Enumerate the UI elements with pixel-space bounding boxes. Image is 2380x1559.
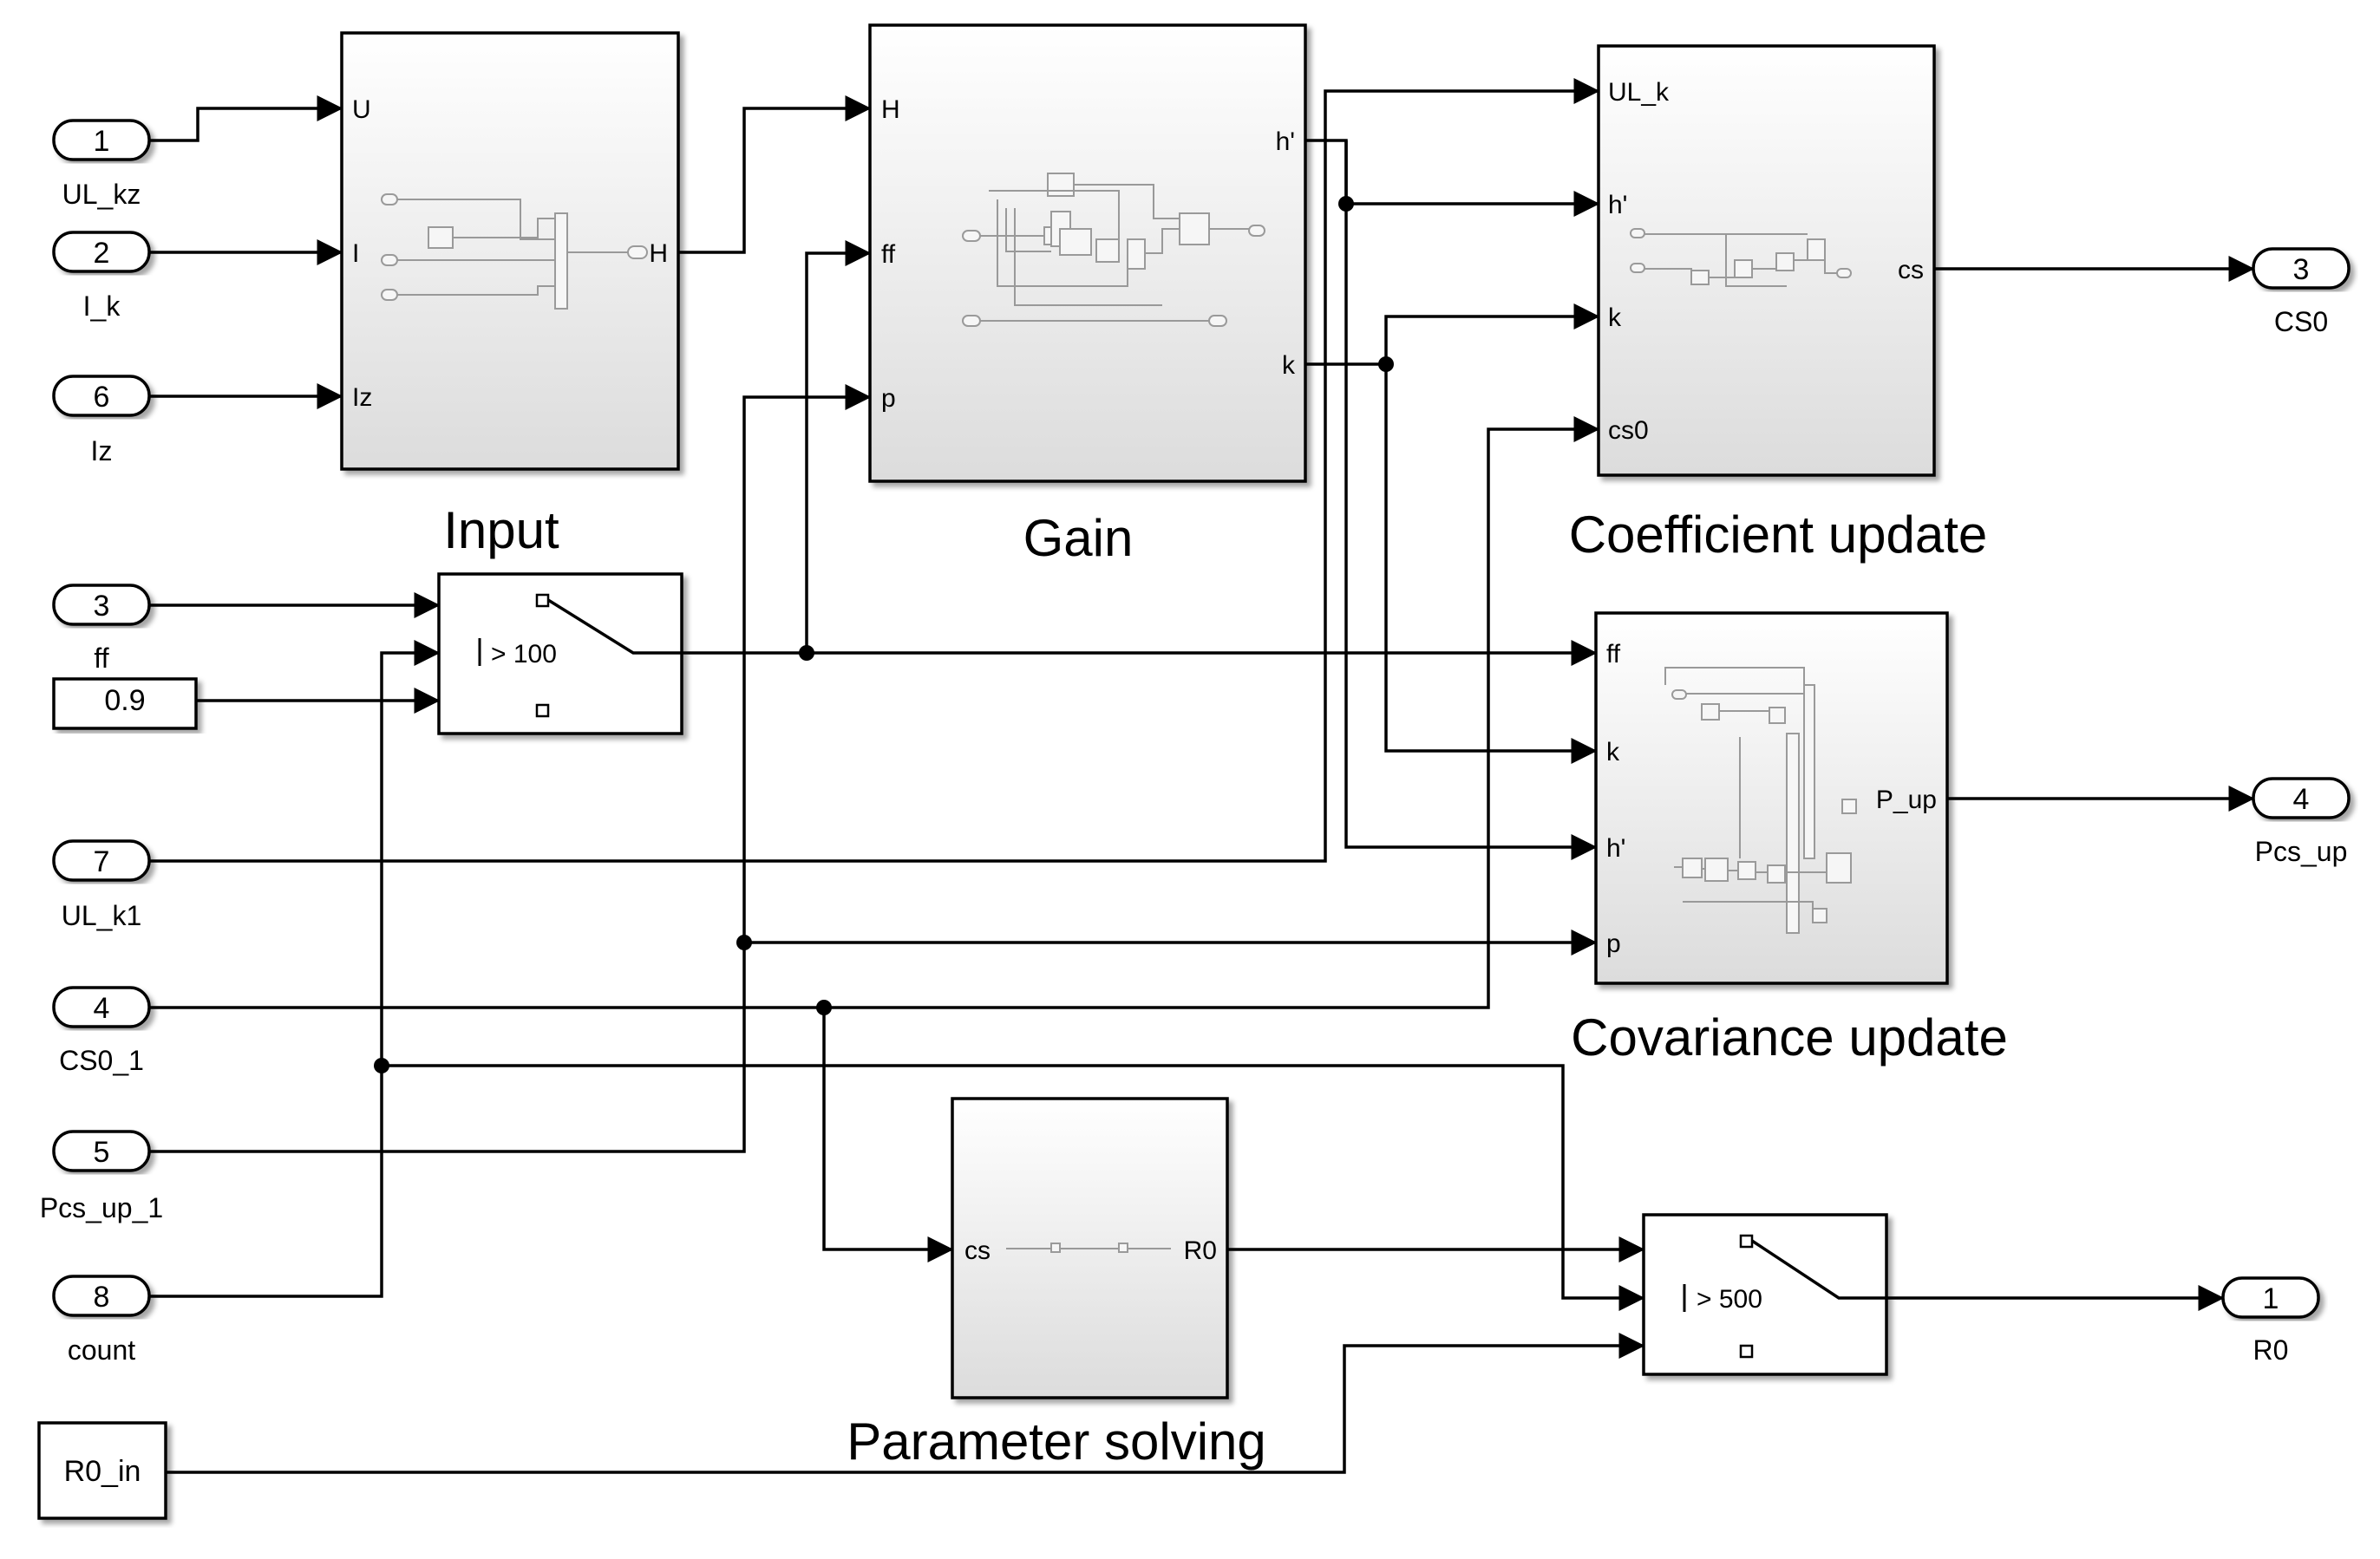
outport-blocks: 3 CS0 4 Pcs_up 1 R0 <box>2221 247 2351 1366</box>
signal-lines <box>149 78 2255 1474</box>
subsystem-input[interactable]: U I Iz H <box>340 31 680 471</box>
inport-2[interactable]: 2 I_k <box>52 231 151 322</box>
constant-value: 0.9 <box>104 684 145 717</box>
inport-1[interactable]: 1 UL_kz <box>52 119 151 210</box>
subsystem-title-input: Input <box>443 501 559 559</box>
inport-label: I_k <box>83 290 121 322</box>
port-label: p <box>881 384 896 413</box>
subsystem-coefficient-update[interactable]: UL_k h' k cs0 cs <box>1597 44 1936 477</box>
port-label: cs0 <box>1608 416 1649 445</box>
subsystem-parameter-solving[interactable]: cs R0 <box>951 1097 1229 1399</box>
svg-text:4: 4 <box>94 992 110 1025</box>
inport-3[interactable]: 3 ff <box>52 584 151 674</box>
switch-threshold: > 100 <box>491 640 557 669</box>
outport-label: R0 <box>2253 1334 2289 1366</box>
port-label: R0 <box>1184 1236 1217 1265</box>
subsystem-preview-icon <box>381 193 648 310</box>
svg-text:5: 5 <box>94 1136 110 1169</box>
port-label: U <box>352 95 371 124</box>
port-label: p <box>1606 930 1621 958</box>
svg-text:4: 4 <box>2293 783 2310 816</box>
port-label: Iz <box>352 383 372 412</box>
subsystem-preview-icon <box>1006 1243 1171 1253</box>
subsystem-title-coefficient-update: Coefficient update <box>1569 506 1988 564</box>
port-label: ff <box>1606 640 1621 669</box>
outport-1[interactable]: 1 R0 <box>2221 1276 2320 1366</box>
port-label: k <box>1606 738 1620 766</box>
outport-label: Pcs_up <box>2255 836 2348 867</box>
constant-block-r0-in[interactable]: R0_in <box>37 1421 167 1520</box>
svg-text:1: 1 <box>2263 1282 2279 1315</box>
junction-dots <box>374 196 1394 1073</box>
inport-label: UL_k1 <box>62 900 142 931</box>
constant-block-0.9[interactable]: 0.9 <box>52 677 198 730</box>
inport-7[interactable]: 7 UL_k1 <box>52 839 151 931</box>
port-label: cs <box>1898 256 1924 284</box>
subsystem-title-covariance-update: Covariance update <box>1571 1008 2008 1067</box>
outport-4[interactable]: 4 Pcs_up <box>2252 777 2351 867</box>
port-label: P_up <box>1876 786 1937 814</box>
svg-text:7: 7 <box>94 845 110 878</box>
svg-text:8: 8 <box>94 1281 110 1314</box>
inport-label: Iz <box>91 435 113 466</box>
port-label: UL_k <box>1608 78 1670 107</box>
port-label: h' <box>1608 191 1627 219</box>
outport-3[interactable]: 3 CS0 <box>2252 247 2351 337</box>
svg-text:6: 6 <box>94 381 110 414</box>
svg-text:3: 3 <box>94 590 110 623</box>
constant-value: R0_in <box>64 1455 141 1488</box>
inport-label: UL_kz <box>62 179 141 210</box>
inport-8[interactable]: 8 count <box>52 1275 151 1366</box>
port-label: h' <box>1606 834 1625 863</box>
port-label: k <box>1608 303 1622 332</box>
svg-text:3: 3 <box>2293 253 2310 286</box>
port-label: H <box>649 239 668 268</box>
svg-text:1: 1 <box>94 125 110 158</box>
inport-label: count <box>68 1334 135 1366</box>
inport-label: Pcs_up_1 <box>40 1192 163 1223</box>
subsystem-preview-icon <box>1664 667 1857 934</box>
outport-label: CS0 <box>2274 306 2328 337</box>
port-label: h' <box>1276 127 1295 156</box>
switch-threshold: > 500 <box>1697 1285 1762 1314</box>
port-label: k <box>1282 351 1296 380</box>
svg-text:2: 2 <box>94 237 110 270</box>
port-label: H <box>881 95 900 124</box>
subsystem-preview-icon <box>962 173 1265 327</box>
port-label: ff <box>881 240 896 269</box>
inport-blocks: 1 UL_kz 2 I_k 6 Iz 3 ff 7 UL_k1 4 CS0_1 <box>40 119 163 1366</box>
switch-block-2[interactable]: > 500 <box>1642 1213 1888 1376</box>
inport-label: CS0_1 <box>59 1045 144 1076</box>
subsystem-title-gain: Gain <box>1023 509 1134 567</box>
port-label: cs <box>964 1236 991 1265</box>
inport-label: ff <box>94 643 108 674</box>
inport-4[interactable]: 4 CS0_1 <box>52 986 151 1076</box>
port-label: I <box>352 239 359 268</box>
inport-6[interactable]: 6 Iz <box>52 375 151 466</box>
inport-5[interactable]: 5 Pcs_up_1 <box>40 1130 163 1223</box>
subsystem-covariance-update[interactable]: ff k h' p P_up <box>1594 611 1949 985</box>
subsystem-gain[interactable]: H ff p h' k <box>868 23 1307 483</box>
subsystem-preview-icon <box>1630 228 1852 287</box>
subsystem-title-parameter-solving: Parameter solving <box>847 1412 1266 1471</box>
switch-block-1[interactable]: > 100 <box>437 572 683 735</box>
